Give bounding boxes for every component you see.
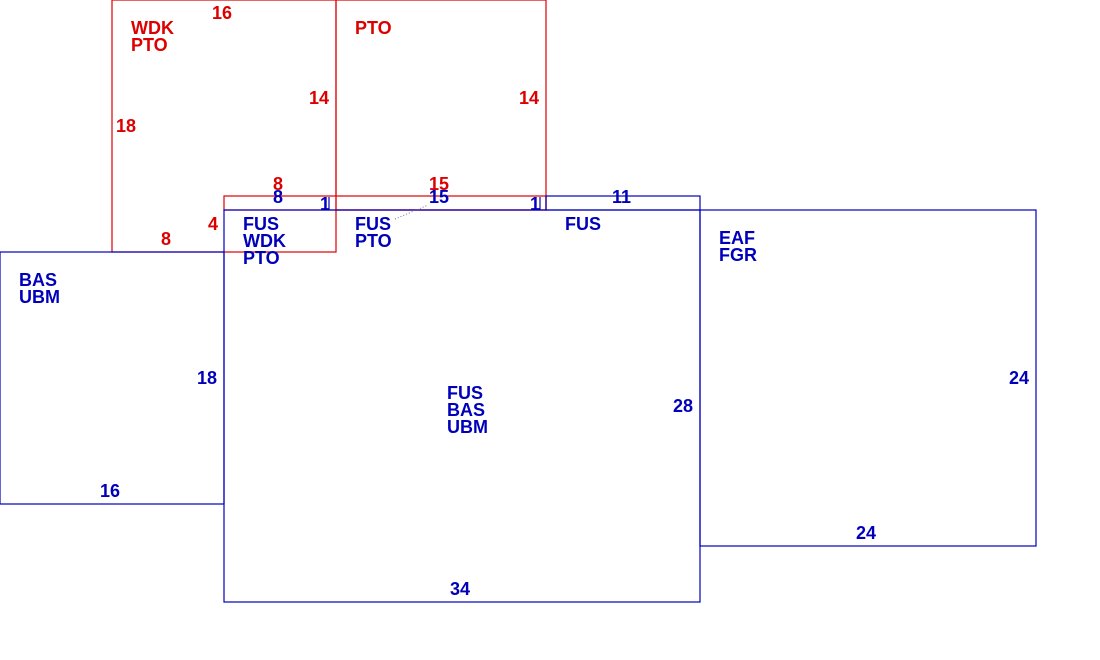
zone-label-ubm: UBM — [19, 287, 60, 307]
dimension-wdk-left: 18 — [116, 116, 136, 136]
zone-label-bas-main: BAS — [447, 400, 485, 420]
dimension-wdk-right: 14 — [309, 88, 329, 108]
zone-label-fgr: FGR — [719, 245, 757, 265]
zone-label-wdk: WDK — [131, 18, 174, 38]
dimension-bas-bottom: 16 — [100, 481, 120, 501]
dimension-eaf-bottom: 24 — [856, 523, 876, 543]
zone-label-ubm-main: UBM — [447, 417, 488, 437]
dimension-red-4: 4 — [208, 214, 218, 234]
dimension-blue-15: 15 — [429, 187, 449, 207]
dimension-wdk-top: 16 — [212, 3, 232, 23]
dimension-red-15-top: 15 — [429, 174, 449, 194]
dimension-blue-8: 8 — [273, 187, 283, 207]
zone-label-wdk-1: WDK — [243, 231, 286, 251]
zone-label-fus-1: FUS — [243, 214, 279, 234]
dimension-bas-right: 18 — [197, 368, 217, 388]
zone-label-pto-top: PTO — [355, 18, 392, 38]
dimension-main-right: 28 — [673, 396, 693, 416]
dimension-red-8-top: 8 — [273, 174, 283, 194]
dimension-eaf-right: 24 — [1009, 368, 1029, 388]
dimension-main-bottom: 34 — [450, 579, 470, 599]
dimension-blue-1-left: 1 — [320, 194, 330, 214]
zone-label-fus-2: FUS — [355, 214, 391, 234]
dimension-pto-right: 14 — [519, 88, 539, 108]
zone-label-pto-2: PTO — [355, 231, 392, 251]
dimension-red-8-left: 8 — [161, 229, 171, 249]
zone-label-eaf: EAF — [719, 228, 755, 248]
zone-label-fus-3: FUS — [565, 214, 601, 234]
leader-line — [394, 204, 429, 220]
zone-label-fus-main: FUS — [447, 383, 483, 403]
zone-label-pto-1: PTO — [243, 248, 280, 268]
zone-label-bas: BAS — [19, 270, 57, 290]
zone-label-pto: PTO — [131, 35, 168, 55]
zone-eaf-fgr — [699, 209, 1037, 547]
zone-fus-strip — [545, 195, 701, 211]
dimension-blue-1-right: 1 — [530, 194, 540, 214]
dimension-blue-11: 11 — [612, 187, 631, 207]
